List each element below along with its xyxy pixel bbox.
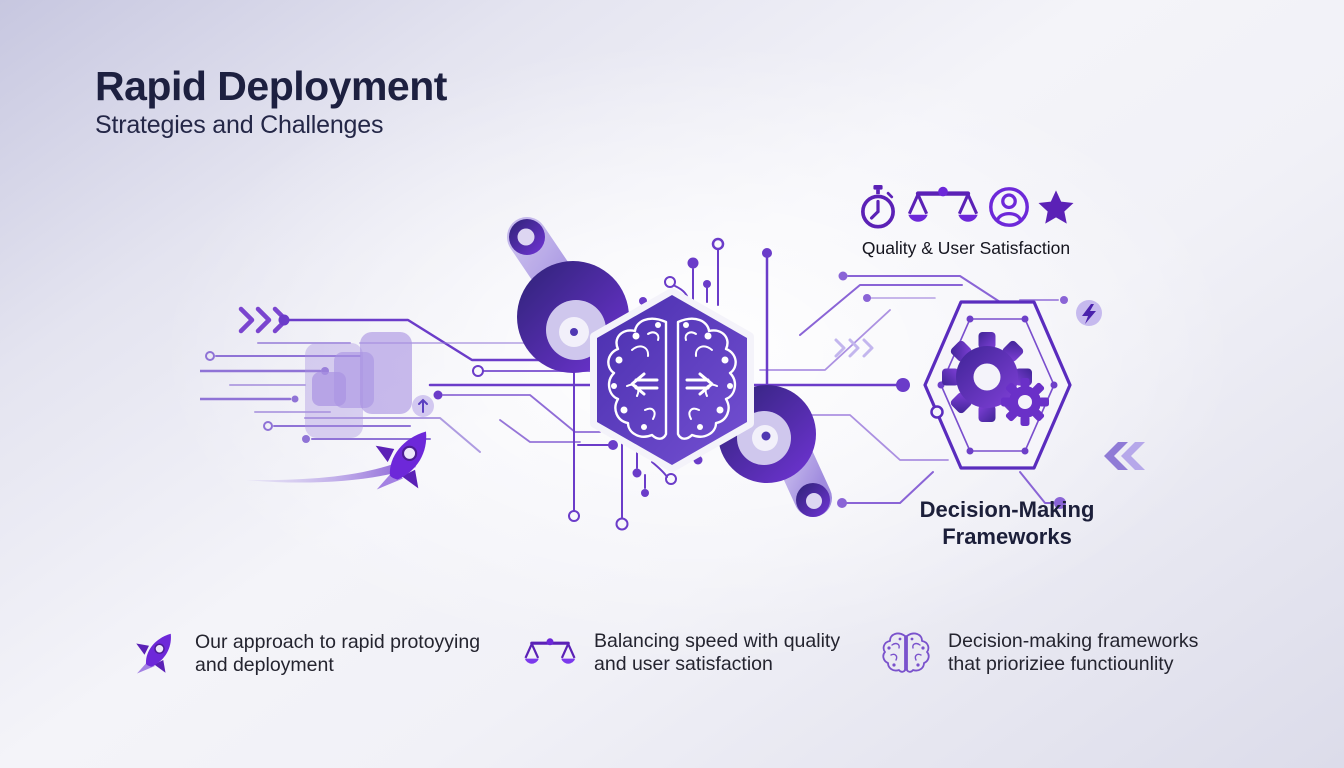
- legend-item-balancing-speed: Balancing speed with quality and user sa…: [522, 630, 840, 677]
- star-icon: [1038, 190, 1074, 224]
- quality-label: Quality & User Satisfaction: [861, 238, 1071, 258]
- legend-text: Decision-making frameworks that priorizi…: [948, 630, 1198, 677]
- scales-icon: [524, 638, 576, 665]
- page-title: Rapid Deployment: [95, 63, 447, 109]
- node-ring: [930, 405, 944, 419]
- legend-item-decision-frameworks: Decision-making frameworks that priorizi…: [880, 628, 1198, 678]
- rocket-icon: [374, 430, 428, 491]
- rocket-trail: [246, 459, 416, 483]
- header: Rapid Deployment Strategies and Challeng…: [95, 63, 447, 140]
- arrow-up-badge-icon: [412, 395, 434, 417]
- legend-text: Balancing speed with quality and user sa…: [594, 630, 840, 677]
- rocket-icon: [136, 633, 171, 674]
- legend-item-rapid-prototyping: Our approach to rapid protoyying and dep…: [131, 630, 480, 678]
- frameworks-label: Decision-Making Frameworks: [896, 497, 1118, 551]
- stacked-cards: [305, 332, 412, 438]
- legend-line2: and deployment: [195, 654, 334, 676]
- brain-circuit-icon: [607, 317, 738, 441]
- legend-line2: that prioriziee functiounlity: [948, 653, 1174, 675]
- legend-line2: and user satisfaction: [594, 653, 773, 676]
- rocket-flight: [246, 430, 428, 491]
- legend-line1: Our approach to rapid protoyying: [195, 630, 481, 653]
- quality-group: Quality & User Satisfaction: [852, 182, 1080, 259]
- brain-icon: [882, 632, 930, 673]
- scales-icon: [907, 186, 979, 222]
- legend-line1: Decision-making frameworks: [948, 629, 1199, 652]
- quality-icons: [856, 182, 1076, 232]
- gears-hexagon: [923, 300, 1072, 470]
- chevrons-mid-icon: [834, 338, 874, 358]
- legend-line1: Balancing speed with quality: [594, 630, 841, 652]
- page-subtitle: Strategies and Challenges: [95, 111, 384, 140]
- gear-small-icon: [1001, 378, 1049, 426]
- center-illustration: [200, 217, 1145, 531]
- frameworks-line2: Frameworks: [942, 523, 1072, 549]
- gear-large-icon: [942, 332, 1032, 422]
- frameworks-line1: Decision-Making: [919, 497, 1095, 522]
- user-icon: [989, 187, 1029, 227]
- legend-text: Our approach to rapid protoyying and dep…: [195, 631, 480, 678]
- bolt-badge-icon: [1076, 300, 1102, 326]
- stopwatch-icon: [861, 185, 895, 229]
- brain-hexagon: [590, 288, 754, 472]
- chevrons-right-icon: [1104, 442, 1145, 470]
